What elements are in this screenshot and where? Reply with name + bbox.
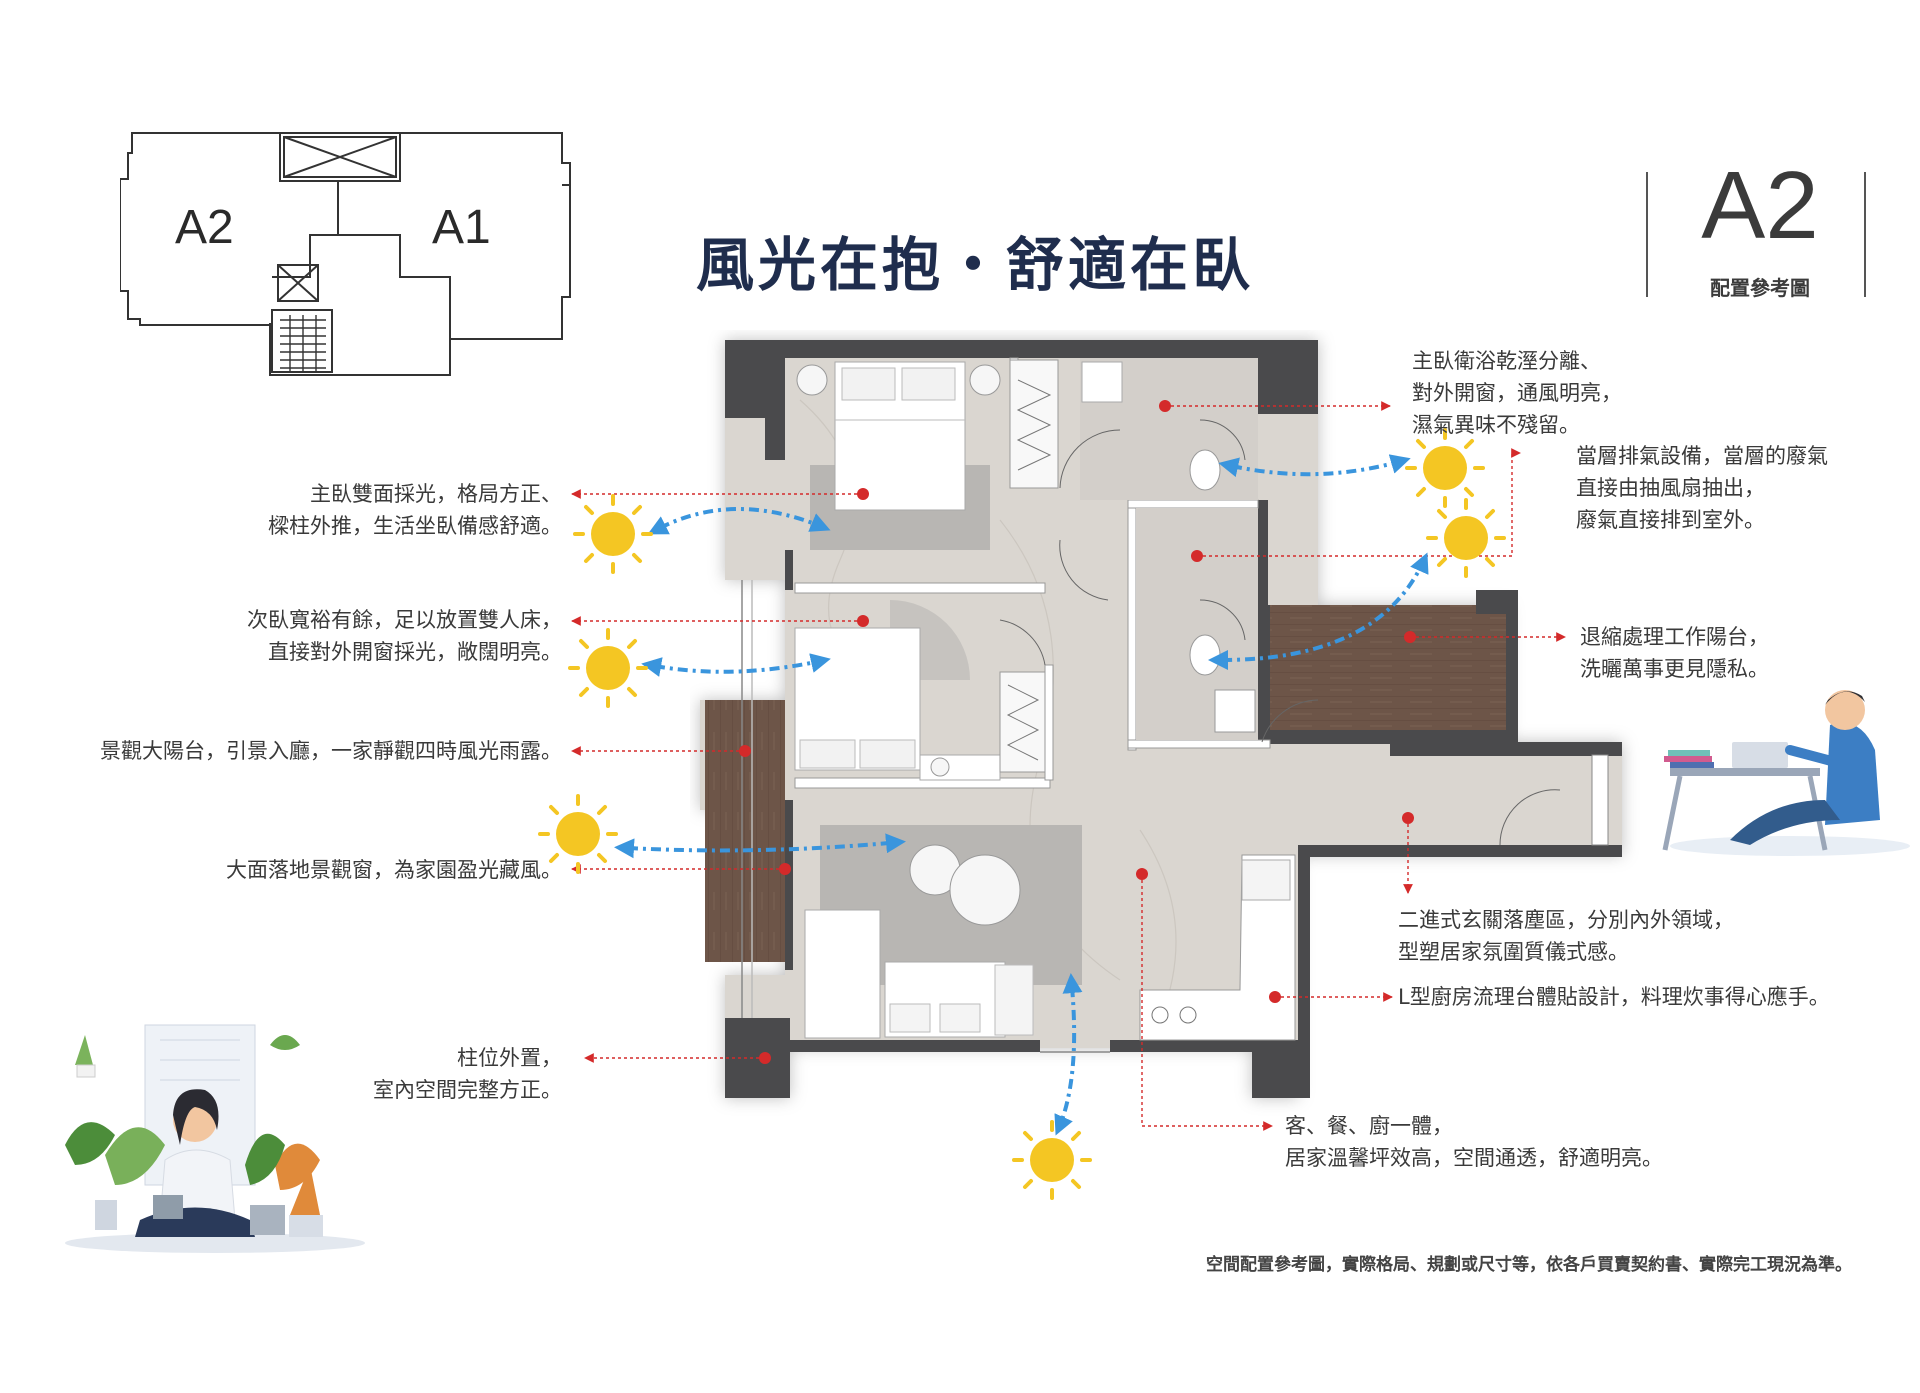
key-plan-label-a1: A1 — [432, 201, 491, 254]
annotation-work-balcony: 退縮處理工作陽台， 洗曬萬事更見隱私。 — [1580, 625, 1769, 681]
annotation-second-bedroom: 次臥寬裕有餘，足以放置雙人床， 直接對外開窗採光，敞闊明亮。 — [247, 608, 562, 664]
annotation-column: 柱位外置， 室內空間完整方正。 — [373, 1046, 562, 1102]
unit-subtitle: 配置參考圖 — [1710, 276, 1810, 300]
key-plan — [120, 132, 571, 376]
annotation-window: 大面落地景觀窗，為家園盈光藏風。 — [226, 858, 562, 882]
illustration-woman-plants — [65, 1024, 365, 1253]
sun-icon-second — [568, 628, 648, 708]
annotation-balcony: 景觀大陽台，引景入廳，一家靜觀四時風光雨露。 — [100, 739, 562, 763]
sun-icon-south — [1012, 1120, 1092, 1200]
sun-icon-bath — [1405, 428, 1485, 508]
annotation-living: 客、餐、廚一體， 居家溫馨坪效高，空間通透，舒適明亮。 — [1285, 1114, 1663, 1170]
unit-code: A2 — [1701, 152, 1819, 259]
annotation-master-bedroom: 主臥雙面採光，格局方正、 樑柱外推，生活坐臥備感舒適。 — [268, 482, 562, 538]
annotation-master-bath: 主臥衛浴乾溼分離、 對外開窗，通風明亮， 濕氣異味不殘留。 — [1412, 349, 1622, 437]
key-plan-label-a2: A2 — [175, 201, 234, 254]
disclaimer: 空間配置參考圖，實際格局、規劃或尺寸等，依各戶買賣契約書、實際完工現況為準。 — [1206, 1255, 1852, 1275]
badge-divider-left — [1646, 172, 1648, 297]
sun-icon-bath-2 — [1426, 498, 1506, 578]
sun-icon-master — [573, 494, 653, 574]
annotation-exhaust: 當層排氣設備，當層的廢氣 直接由抽風扇抽出， 廢氣直接排到室外。 — [1576, 444, 1828, 532]
page-title: 風光在抱・舒適在臥 — [695, 231, 1254, 299]
annotation-entry: 二進式玄關落塵區，分別內外領域， 型塑居家氛圍質儀式感。 — [1398, 908, 1734, 964]
annotation-kitchen: L型廚房流理台體貼設計，料理炊事得心應手。 — [1398, 985, 1830, 1009]
illustration-person-laptop — [1662, 690, 1910, 856]
badge-divider-right — [1864, 172, 1866, 297]
